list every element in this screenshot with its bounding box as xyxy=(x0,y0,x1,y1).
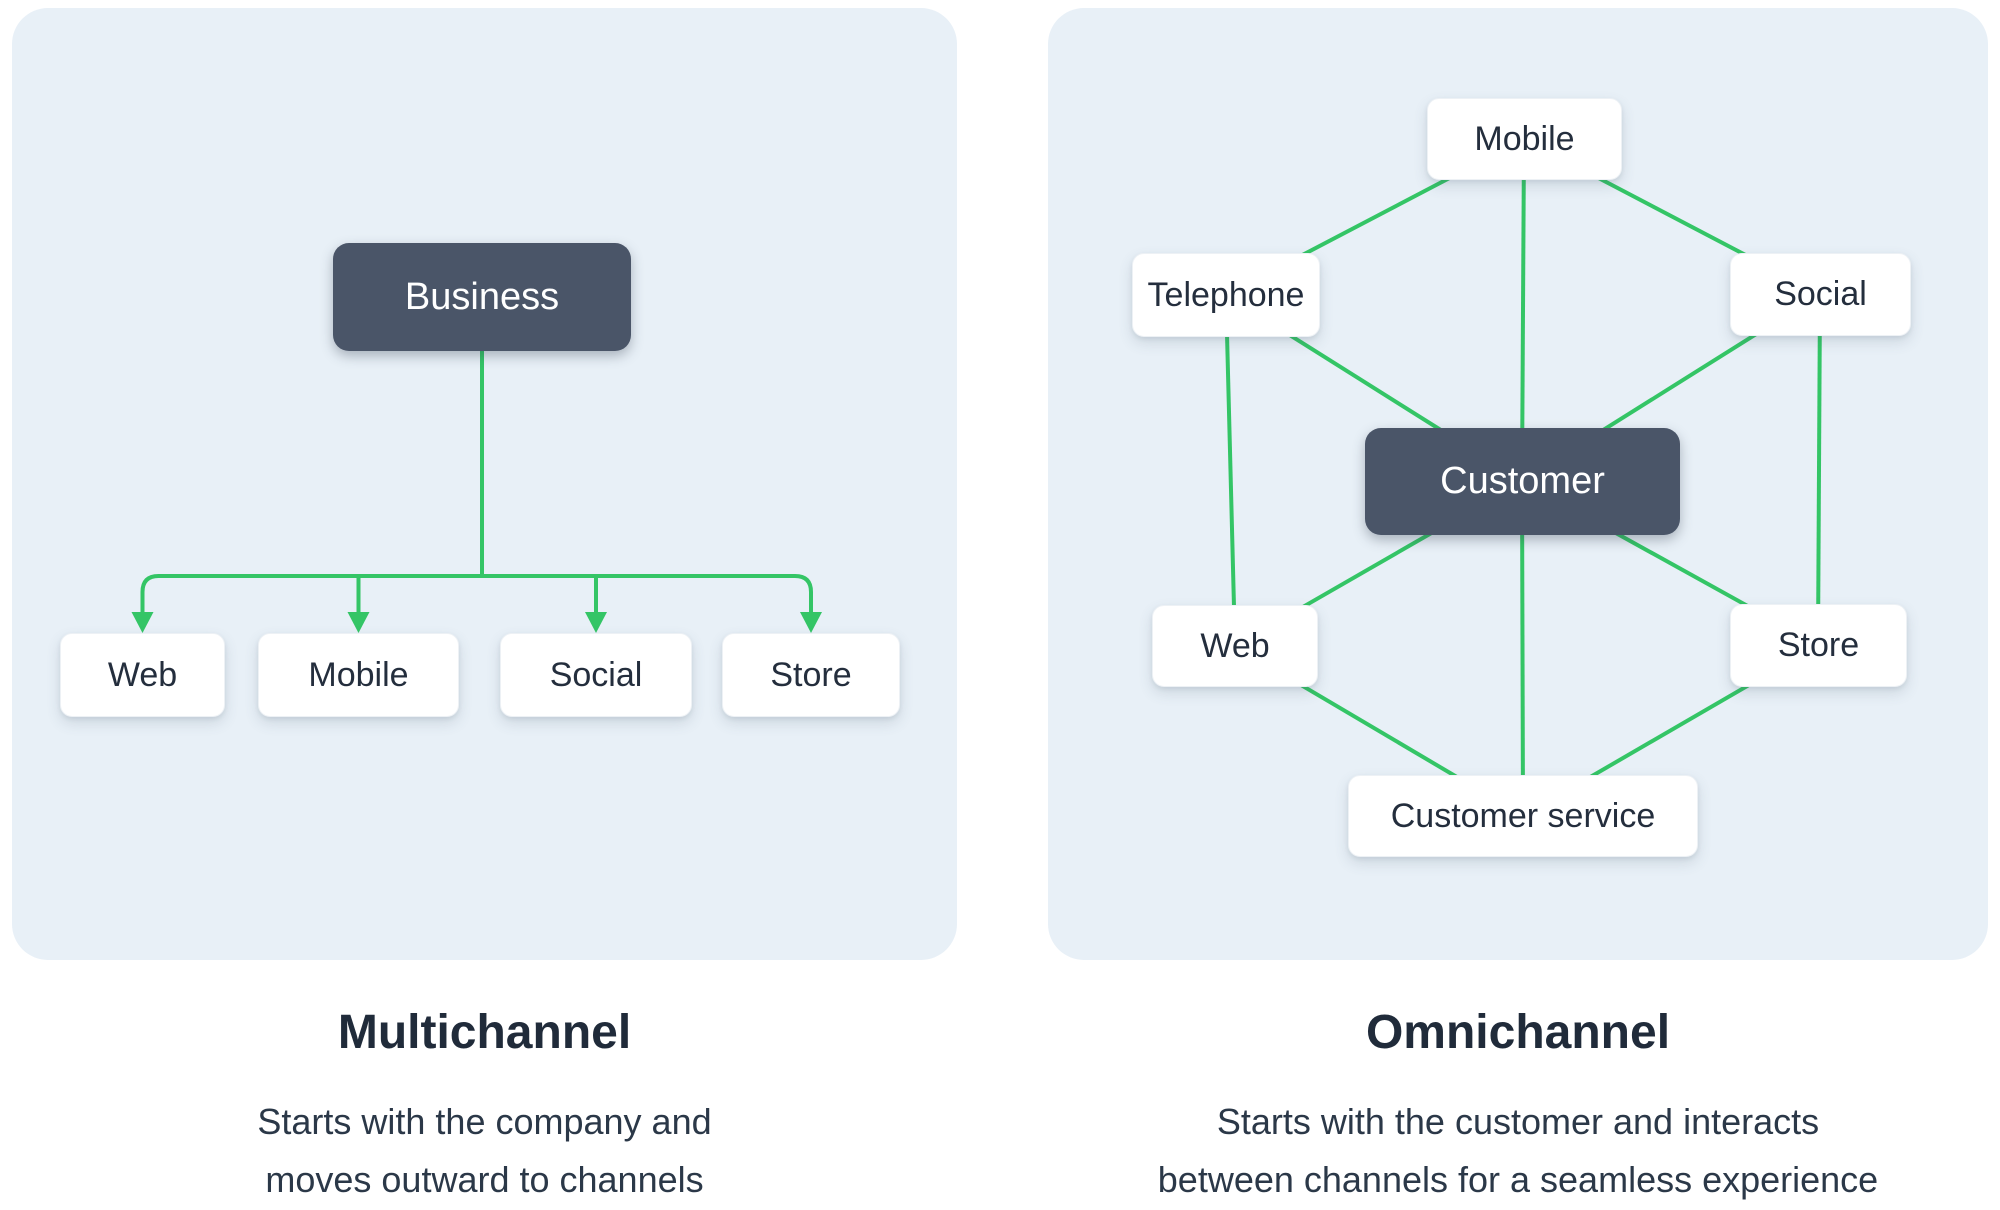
multichannel-description-line-1: Starts with the company and xyxy=(257,1101,712,1142)
omnichannel-caption: Omnichannel Starts with the customer and… xyxy=(1048,1005,1988,1209)
edge-social-store xyxy=(1816,293,1822,646)
spoke-mobile-customer xyxy=(1520,138,1526,482)
node-web: Web xyxy=(1152,605,1318,687)
multichannel-panel: Business Web Mobile Social Store xyxy=(12,8,957,960)
arrow-down-icon xyxy=(800,612,822,633)
node-customer: Customer xyxy=(1365,428,1680,535)
node-mobile: Mobile xyxy=(1427,98,1622,180)
spoke-customerservice-customer xyxy=(1520,480,1525,817)
multichannel-description: Starts with the company and moves outwar… xyxy=(12,1093,957,1209)
multichannel-description-line-2: moves outward to channels xyxy=(265,1159,704,1200)
node-store: Store xyxy=(1730,604,1907,687)
node-mobile: Mobile xyxy=(258,633,459,717)
omnichannel-description-line-1: Starts with the customer and interacts xyxy=(1216,1101,1820,1142)
node-social: Social xyxy=(500,633,692,717)
node-web: Web xyxy=(60,633,225,717)
node-store: Store xyxy=(722,633,900,717)
arrow-down-icon xyxy=(131,612,154,633)
node-social: Social xyxy=(1730,253,1911,336)
edge-telephone-web xyxy=(1224,294,1237,647)
branch-bar-line xyxy=(140,574,813,616)
multichannel-caption: Multichannel Starts with the company and… xyxy=(12,1005,957,1209)
multichannel-title: Multichannel xyxy=(337,1006,632,1059)
omnichannel-panel: Mobile Telephone Social Customer Web Sto… xyxy=(1048,8,1988,960)
omnichannel-title: Omnichannel xyxy=(1365,1006,1671,1059)
arrow-down-icon xyxy=(585,612,607,633)
node-business: Business xyxy=(333,243,631,351)
multichannel-connector-lines xyxy=(131,351,822,633)
omnichannel-description-line-2: between channels for a seamless experien… xyxy=(1157,1159,1879,1200)
omnichannel-description: Starts with the customer and interacts b… xyxy=(1048,1093,1988,1209)
arrow-down-icon xyxy=(347,612,370,633)
node-customer-service: Customer service xyxy=(1348,775,1698,857)
node-telephone: Telephone xyxy=(1132,253,1320,337)
